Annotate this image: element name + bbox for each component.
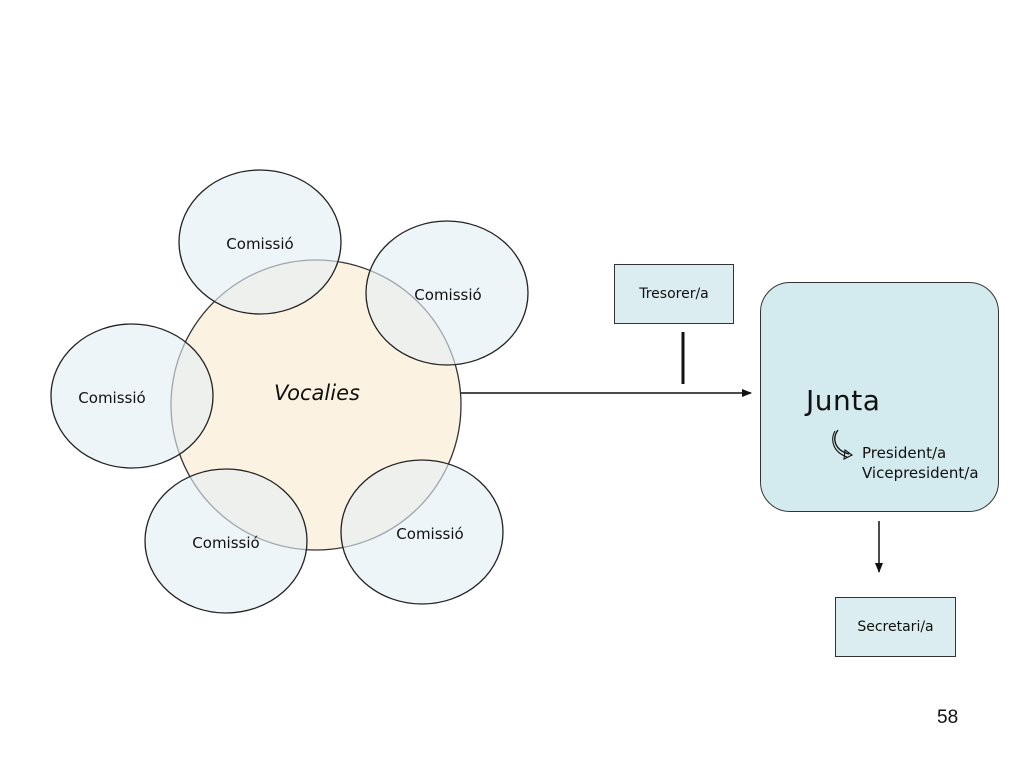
vocalies-label: Vocalies — [274, 381, 360, 405]
commission-circle-top — [178, 169, 342, 315]
junta-title: Junta — [806, 384, 881, 417]
junta-role-president: President/a — [862, 444, 947, 462]
commission-label-bottom-right: Comissió — [396, 525, 463, 543]
commission-circle-upper-right — [365, 220, 529, 366]
commission-label-upper-right: Comissió — [414, 286, 481, 304]
curved-arrow-bullet-icon — [832, 429, 854, 460]
secretari-label: Secretari/a — [857, 619, 934, 635]
junta-role-vicepresident: Vicepresident/a — [862, 464, 979, 482]
page-number: 58 — [937, 707, 959, 728]
commission-label-top: Comissió — [226, 235, 293, 253]
commission-label-left: Comissió — [78, 389, 145, 407]
tresorer-label: Tresorer/a — [639, 286, 709, 302]
secretari-box: Secretari/a — [835, 597, 956, 657]
commission-circle-left — [50, 323, 214, 469]
commission-circle-bottom-right — [340, 459, 504, 605]
tresorer-box: Tresorer/a — [614, 264, 734, 324]
commission-label-bottom-left: Comissió — [192, 534, 259, 552]
commission-circle-bottom-left — [144, 468, 308, 614]
junta-box: Junta President/a Vicepresident/a — [760, 282, 999, 512]
